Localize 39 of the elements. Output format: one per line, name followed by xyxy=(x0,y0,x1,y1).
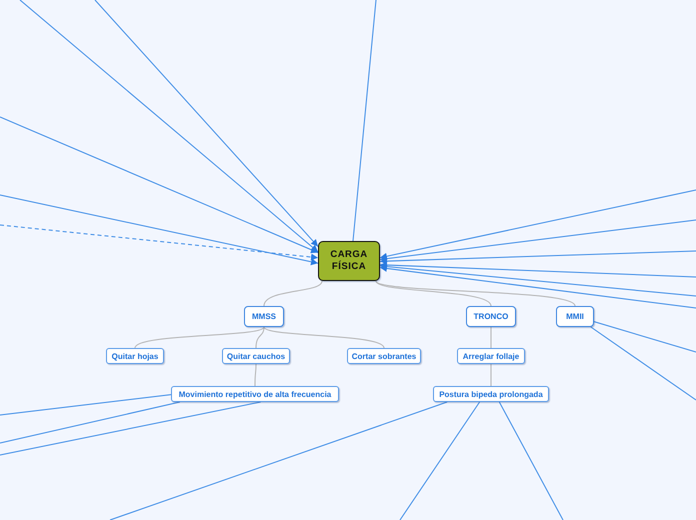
subtopic-box: Movimiento repetitivo de alta frecuencia xyxy=(171,386,339,402)
connector-line xyxy=(0,402,180,444)
arrow xyxy=(94,0,318,248)
connector-line xyxy=(134,326,264,348)
connector-line xyxy=(0,394,172,416)
arrow xyxy=(0,116,318,254)
connector-line xyxy=(264,326,384,348)
connector-line xyxy=(498,402,564,520)
subtopic-box: Cortar sobrantes xyxy=(347,348,421,364)
topic-box: MMII xyxy=(556,306,594,327)
arrow xyxy=(20,0,318,252)
connector-line xyxy=(400,402,480,520)
connector-line xyxy=(376,280,492,306)
arrow xyxy=(0,194,318,266)
arrow xyxy=(380,264,696,308)
subtopic-box: Quitar hojas xyxy=(106,348,164,364)
arrow xyxy=(380,190,696,260)
connector-line xyxy=(490,364,492,386)
arrow xyxy=(380,263,696,296)
connector-line xyxy=(352,0,376,242)
connector-line xyxy=(256,326,264,348)
subtopic-box: Postura bipeda prolongada xyxy=(433,386,549,402)
connector-line xyxy=(590,326,696,400)
arrow xyxy=(380,250,696,265)
connector-line xyxy=(594,321,696,352)
central-topic-box: CARGA FÍSICA xyxy=(318,241,380,281)
connector-line xyxy=(254,364,256,386)
topic-box: TRONCO xyxy=(466,306,516,327)
connector-line xyxy=(0,402,262,456)
arrow xyxy=(0,224,318,260)
arrow xyxy=(380,262,696,278)
connector-line xyxy=(376,280,576,306)
arrow xyxy=(380,220,696,262)
connector-line xyxy=(490,326,492,348)
subtopic-box: Arreglar follaje xyxy=(457,348,525,364)
connector-line xyxy=(110,402,448,520)
connector-line xyxy=(264,280,322,306)
subtopic-box: Quitar cauchos xyxy=(222,348,290,364)
topic-box: MMSS xyxy=(244,306,284,327)
